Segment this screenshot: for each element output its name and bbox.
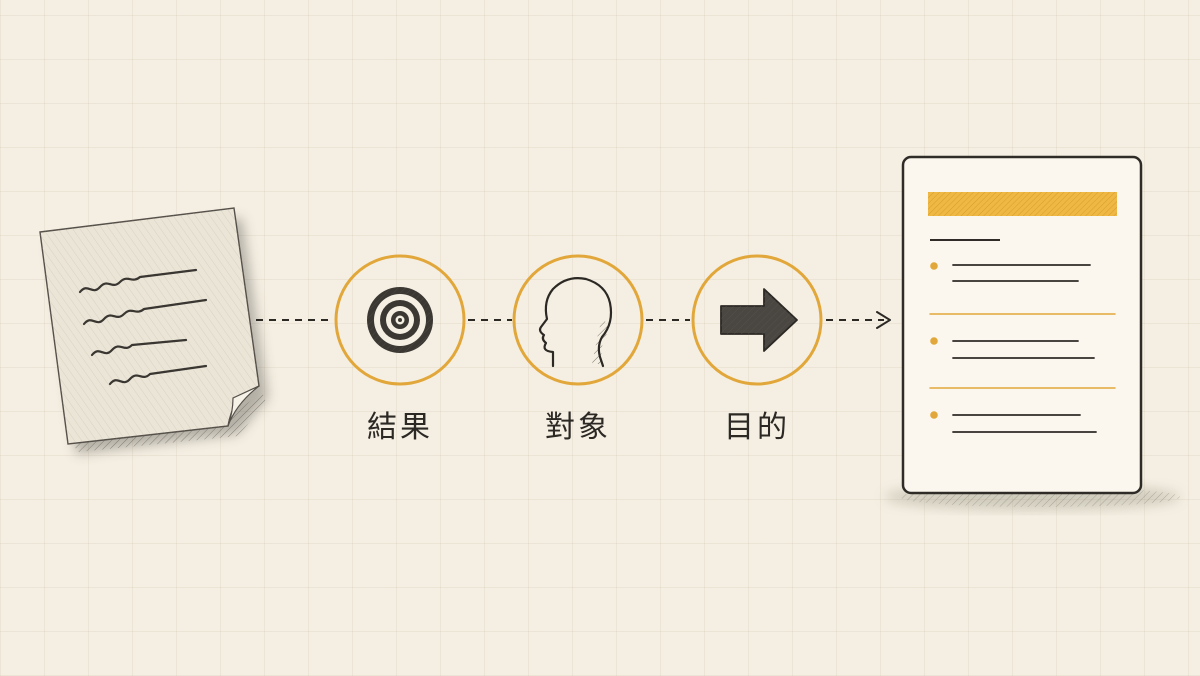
step-label-purpose: 目的 xyxy=(724,410,790,445)
head-profile xyxy=(538,277,613,368)
step-purpose: 目的 xyxy=(691,254,823,445)
step-circle xyxy=(334,254,466,386)
paper-note-fold xyxy=(227,385,260,427)
step-circle xyxy=(691,254,823,386)
head-icon xyxy=(538,277,613,368)
arrow-hatch xyxy=(721,289,797,351)
scribble-line xyxy=(82,298,208,326)
document-bullet xyxy=(930,411,938,419)
step-label-results: 結果 xyxy=(367,410,433,445)
step-audience: 對象 xyxy=(512,254,644,445)
document-list xyxy=(929,262,1116,433)
step-circle xyxy=(512,254,644,386)
document-bullet xyxy=(930,337,938,345)
scribble-line xyxy=(78,268,198,294)
document-header-hatch xyxy=(928,192,1117,216)
paper-note-texture xyxy=(40,208,259,444)
document-icon xyxy=(884,155,1180,510)
arrow-right-icon xyxy=(720,288,798,352)
paper-note-scribbles xyxy=(78,268,208,386)
connector-arrowhead xyxy=(876,311,891,329)
paper-note-icon xyxy=(39,207,268,454)
scribble-line xyxy=(90,338,188,357)
target-bullseye xyxy=(398,318,402,322)
document-bullet xyxy=(930,262,938,270)
step-results: 結果 xyxy=(334,254,466,445)
step-label-audience: 對象 xyxy=(545,410,611,445)
scribble-line xyxy=(108,364,208,386)
target-icon xyxy=(367,287,433,353)
